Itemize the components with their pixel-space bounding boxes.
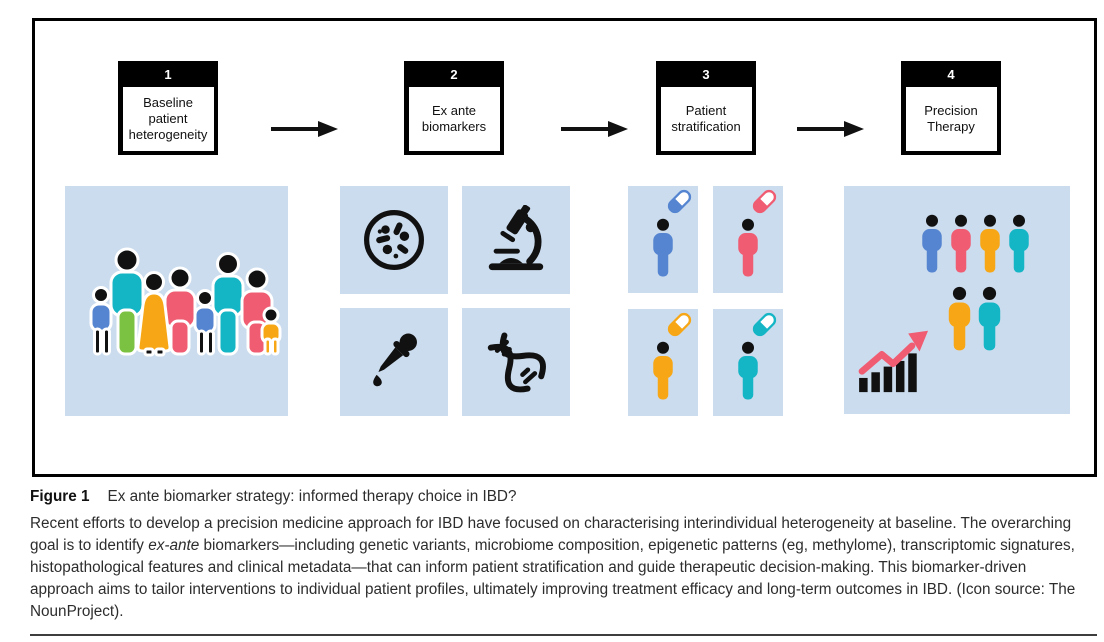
microscope-icon <box>481 205 551 275</box>
step-box-4: 4 Precision Therapy <box>901 61 1001 155</box>
arrow-right-icon <box>561 121 628 137</box>
patient-icon <box>733 217 763 279</box>
patient-icon <box>917 214 947 274</box>
figure-caption: Figure 1 Ex ante biomarker strategy: info… <box>30 487 1082 623</box>
caption-divider-rule <box>30 634 1097 636</box>
diverse-patient-group-icon <box>89 247 282 357</box>
patient-icon <box>946 214 976 274</box>
pill-icon <box>665 310 695 340</box>
pill-icon <box>665 187 695 217</box>
step-2-number: 2 <box>450 66 458 82</box>
patient-icon <box>1004 214 1034 274</box>
arrow-right-icon <box>797 121 864 137</box>
strat-cell-pink <box>713 186 783 293</box>
step-1-number: 1 <box>164 66 172 82</box>
rising-chart-icon <box>856 326 934 394</box>
panel-biomarker-sample <box>340 308 448 416</box>
pill-icon <box>750 310 780 340</box>
step-3-label: Patient stratification <box>660 87 752 151</box>
patient-icon <box>733 340 763 402</box>
panel-precision-therapy <box>844 186 1070 414</box>
pill-icon <box>750 187 780 217</box>
step-box-2: 2 Ex ante biomarkers <box>404 61 504 155</box>
patient-icon <box>973 286 1006 352</box>
strat-cell-blue <box>628 186 698 293</box>
step-4-number: 4 <box>947 66 955 82</box>
step-box-3: 3 Patient stratification <box>656 61 756 155</box>
panel-biomarker-genetics <box>462 308 570 416</box>
dropper-icon <box>361 329 427 395</box>
step-box-1: 1 Baseline patient heterogeneity <box>118 61 218 155</box>
step-2-label: Ex ante biomarkers <box>408 87 500 151</box>
caption-italic-text: ex-ante <box>148 537 200 554</box>
strat-cell-teal <box>713 309 783 416</box>
panel-baseline-heterogeneity <box>65 186 288 416</box>
caption-text: Recent efforts to develop a precision me… <box>30 515 1072 554</box>
caption-title: Figure 1 Ex ante biomarker strategy: info… <box>30 487 1082 507</box>
step-1-label: Baseline patient heterogeneity <box>122 87 214 151</box>
patient-icon <box>975 214 1005 274</box>
strat-cell-orange <box>628 309 698 416</box>
figure-number-label: Figure 1 <box>30 488 90 505</box>
patient-icon <box>648 340 678 402</box>
caption-body: Recent efforts to develop a precision me… <box>30 513 1082 623</box>
figure-title-text: Ex ante biomarker strategy: informed the… <box>107 488 517 505</box>
step-3-number: 3 <box>702 66 710 82</box>
patient-icon <box>943 286 976 352</box>
petri-dish-icon <box>360 206 428 274</box>
patient-icon <box>648 217 678 279</box>
panel-biomarker-microbiome <box>340 186 448 294</box>
panel-biomarker-histology <box>462 186 570 294</box>
dna-helix-icon <box>483 329 549 395</box>
arrow-right-icon <box>271 121 338 137</box>
caption-text: biomarkers—including genetic variants, m… <box>30 537 1076 620</box>
step-4-label: Precision Therapy <box>905 87 997 151</box>
